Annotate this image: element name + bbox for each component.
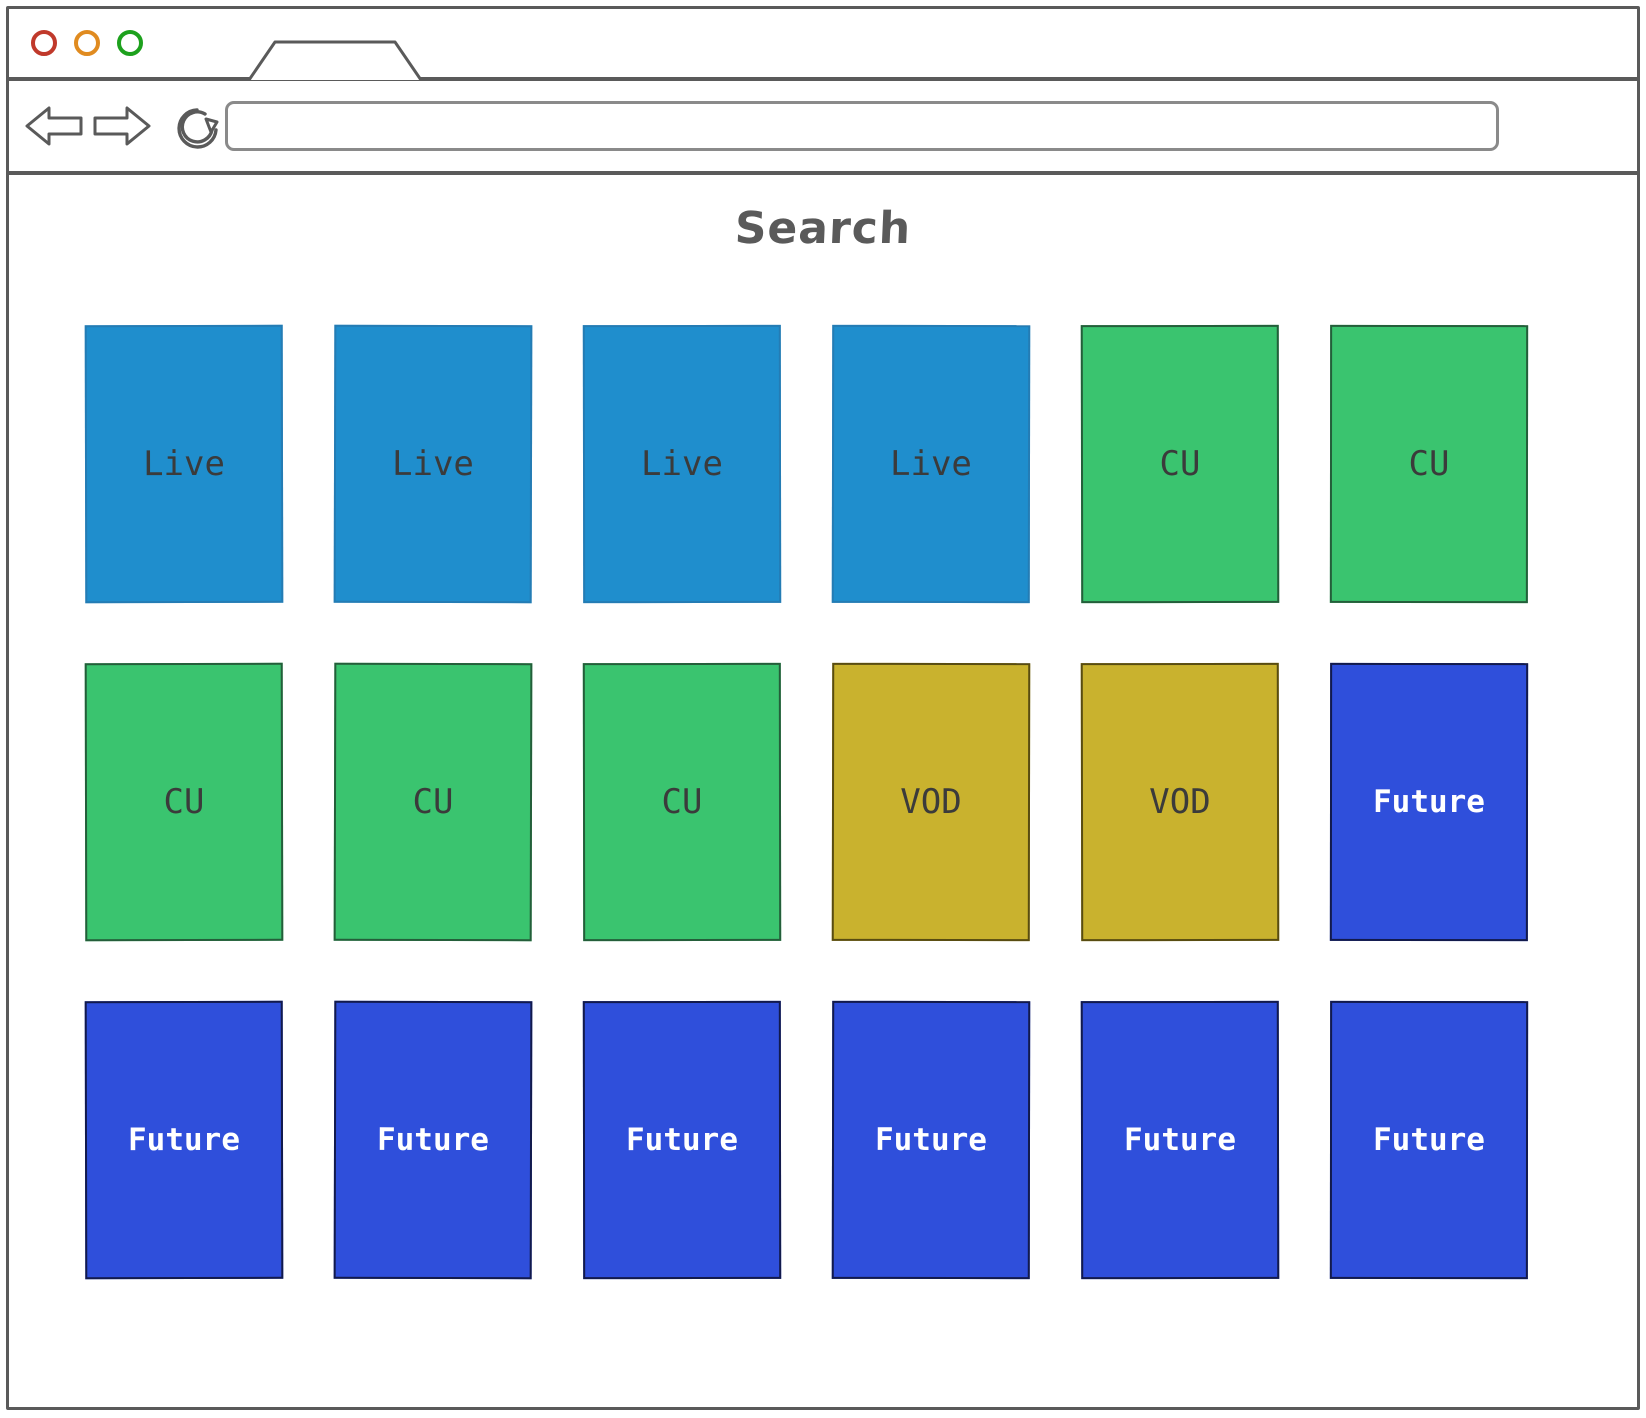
card-label: Future <box>874 1121 988 1159</box>
card-label: CU <box>661 781 703 823</box>
page-title: Search <box>733 203 913 254</box>
card-label: CU <box>412 781 454 823</box>
card-cu[interactable]: CU <box>1080 324 1280 604</box>
card-label: Live <box>391 443 474 485</box>
card-live[interactable]: Live <box>831 324 1031 604</box>
card-future[interactable]: Future <box>84 1000 284 1280</box>
forward-button[interactable] <box>91 102 153 150</box>
card-live[interactable]: Live <box>582 324 782 604</box>
back-button[interactable] <box>23 102 85 150</box>
minimize-window-button[interactable] <box>74 30 100 56</box>
card-future[interactable]: Future <box>333 1000 533 1280</box>
browser-tab[interactable] <box>247 39 423 82</box>
card-label: Future <box>376 1121 490 1159</box>
card-future[interactable]: Future <box>831 1000 1031 1280</box>
card-vod[interactable]: VOD <box>831 662 1031 942</box>
browser-toolbar <box>9 81 1637 175</box>
card-label: Future <box>127 1121 241 1159</box>
card-label: Future <box>625 1121 739 1159</box>
card-live[interactable]: Live <box>333 324 533 604</box>
card-label: CU <box>163 781 205 823</box>
card-cu[interactable]: CU <box>582 662 782 942</box>
title-bar <box>9 9 1637 82</box>
card-label: Future <box>1372 1121 1486 1159</box>
card-label: CU <box>1408 443 1450 485</box>
card-live[interactable]: Live <box>84 324 284 604</box>
card-label: CU <box>1159 443 1201 485</box>
card-label: VOD <box>900 781 962 823</box>
url-input[interactable] <box>225 101 1499 151</box>
card-cu[interactable]: CU <box>84 662 284 942</box>
card-future[interactable]: Future <box>1329 662 1529 942</box>
card-vod[interactable]: VOD <box>1080 662 1280 942</box>
card-label: Live <box>143 443 225 485</box>
card-label: Live <box>641 443 723 485</box>
card-future[interactable]: Future <box>582 1000 782 1280</box>
maximize-window-button[interactable] <box>117 30 143 56</box>
window-controls <box>31 30 143 56</box>
card-label: VOD <box>1149 781 1211 823</box>
card-label: Future <box>1372 783 1486 821</box>
card-label: Future <box>1123 1121 1237 1159</box>
card-cu[interactable]: CU <box>1329 324 1529 604</box>
card-label: Live <box>890 443 972 485</box>
close-window-button[interactable] <box>31 30 57 56</box>
card-future[interactable]: Future <box>1329 1000 1529 1280</box>
reload-icon[interactable] <box>175 100 225 152</box>
card-cu[interactable]: CU <box>333 662 533 942</box>
card-future[interactable]: Future <box>1080 1000 1280 1280</box>
